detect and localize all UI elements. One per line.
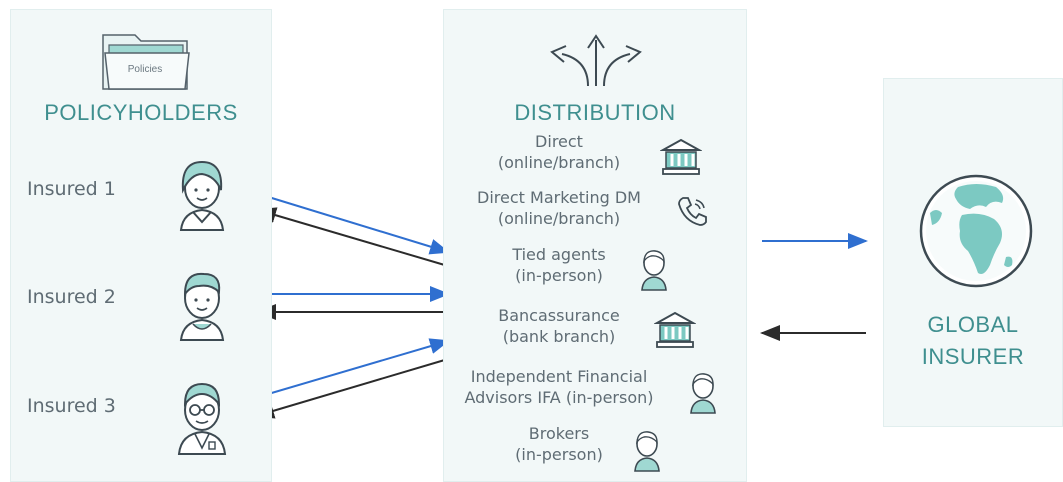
channel-brokers: Brokers (in-person) xyxy=(444,423,674,465)
woman-avatar-icon xyxy=(171,152,233,236)
globe-icon xyxy=(918,173,1034,293)
insured-3-label: Insured 3 xyxy=(27,395,116,417)
folder-icon: Policies xyxy=(95,23,195,97)
folder-label: Policies xyxy=(127,64,163,75)
arrow-distribution-to-insured3 xyxy=(254,358,449,419)
agent-icon xyxy=(688,369,718,419)
channel-direct-line2: (online/branch) xyxy=(497,153,621,172)
channel-direct-marketing-line1: Direct Marketing DM xyxy=(477,188,641,207)
arrow-distribution-to-insured1 xyxy=(256,207,449,267)
channel-brokers-line2: (in-person) xyxy=(515,445,603,464)
channel-tied-agents: Tied agents (in-person) xyxy=(444,244,674,286)
distribution-title: DISTRIBUTION xyxy=(514,100,676,125)
channel-bancassurance-line2: (bank branch) xyxy=(502,327,616,346)
channel-direct-line1: Direct xyxy=(535,132,583,151)
arrow-insured3-to-distribution xyxy=(257,338,450,398)
global-insurer-panel: GLOBAL INSURER xyxy=(883,78,1063,427)
split-arrows-icon xyxy=(544,30,648,92)
man-avatar-icon xyxy=(171,262,233,346)
global-insurer-title-line2: INSURER xyxy=(921,344,1025,369)
channel-bancassurance: Bancassurance (bank branch) xyxy=(444,305,674,347)
channel-tied-agents-line1: Tied agents xyxy=(512,245,606,264)
channel-direct-marketing-line2: (online/branch) xyxy=(497,209,621,228)
agent-icon xyxy=(639,246,669,296)
insured-1-label: Insured 1 xyxy=(27,178,116,200)
policyholders-panel: Policies POLICYHOLDERS Insured 1 Insured… xyxy=(10,9,272,482)
bank-icon xyxy=(653,309,697,355)
channel-ifa-line1: Independent Financial xyxy=(470,367,648,386)
channel-bancassurance-line1: Bancassurance xyxy=(498,306,620,325)
global-insurer-title-line1: GLOBAL xyxy=(927,312,1019,337)
phone-icon xyxy=(676,194,710,232)
channel-tied-agents-line2: (in-person) xyxy=(515,266,603,285)
channel-brokers-line1: Brokers xyxy=(528,424,590,443)
insured-2-label: Insured 2 xyxy=(27,286,116,308)
channel-direct-marketing: Direct Marketing DM (online/branch) xyxy=(444,187,674,229)
agent-icon xyxy=(632,427,662,477)
policyholders-title: POLICYHOLDERS xyxy=(44,100,238,125)
elder-avatar-icon xyxy=(171,372,233,460)
distribution-panel: DISTRIBUTION Direct (online/branch) Dire… xyxy=(443,9,747,482)
bank-icon xyxy=(659,136,703,182)
channel-ifa-line2: Advisors IFA (in-person) xyxy=(464,388,654,407)
arrow-insured1-to-distribution xyxy=(261,194,450,255)
channel-ifa: Independent Financial Advisors IFA (in-p… xyxy=(444,366,674,408)
channel-direct: Direct (online/branch) xyxy=(444,131,674,173)
global-insurer-title: GLOBAL INSURER xyxy=(884,309,1062,373)
